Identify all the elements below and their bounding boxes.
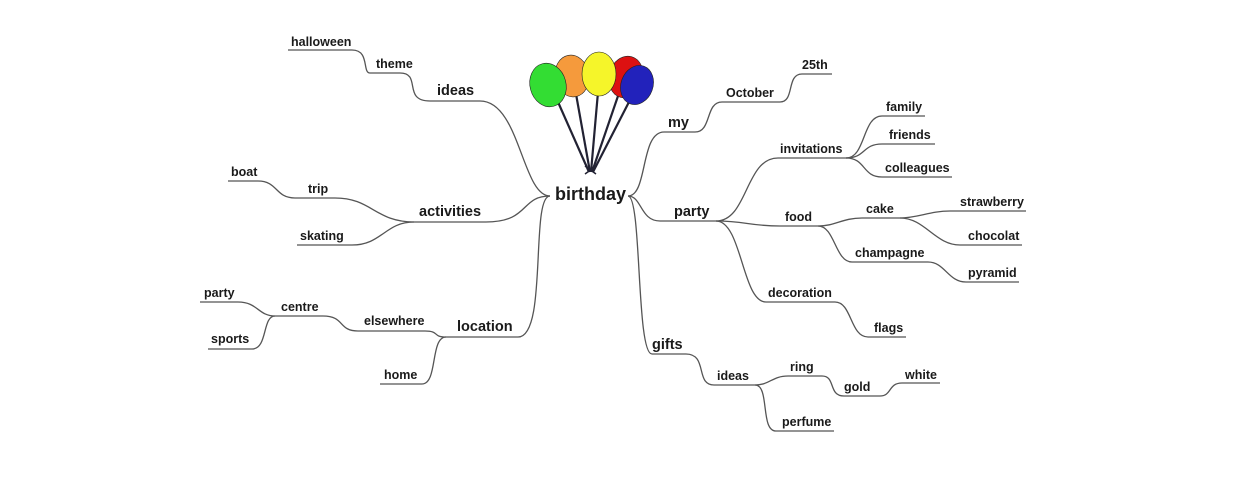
node-october[interactable]: October	[726, 86, 774, 100]
node-cake[interactable]: cake	[866, 202, 894, 216]
balloon-knot	[584, 165, 597, 175]
connector-theme-halloween	[288, 49, 371, 74]
node-my[interactable]: my	[668, 115, 689, 131]
connector-birthday-my	[627, 131, 695, 197]
green-balloon	[529, 62, 567, 108]
connector-activities-skating	[297, 221, 415, 246]
connector-location-home	[380, 336, 447, 385]
node-invitations[interactable]: invitations	[780, 142, 843, 156]
connector-centre-sports	[208, 315, 276, 350]
central-topic-birthday[interactable]: birthday	[555, 184, 627, 204]
connector-ideas-perfume	[754, 384, 834, 432]
connector-october-25th	[779, 73, 832, 103]
node-activities[interactable]: activities	[419, 204, 482, 220]
connectors	[200, 49, 1026, 432]
connector-ring-gold	[821, 375, 880, 397]
connector-birthday-location	[446, 195, 551, 338]
node-elsewhere[interactable]: elsewhere	[364, 314, 425, 328]
node-champagne[interactable]: champagne	[855, 246, 925, 260]
node-perfume[interactable]: perfume	[782, 415, 832, 429]
connector-food-champagne	[817, 225, 928, 263]
connector-invitations-family	[845, 115, 925, 159]
node-trip[interactable]: trip	[308, 182, 329, 196]
node-colleagues[interactable]: colleagues	[885, 161, 950, 175]
connector-champagne-pyramid	[927, 261, 1019, 283]
node-white[interactable]: white	[905, 368, 937, 382]
node-friends[interactable]: friends	[889, 128, 931, 142]
yellow-balloon	[581, 51, 617, 97]
connector-party-food	[715, 220, 818, 227]
connector-birthday-gifts	[627, 195, 686, 355]
node-boat[interactable]: boat	[231, 165, 258, 179]
connector-centre-party	[200, 301, 276, 317]
connector-cake-chocolat	[899, 217, 1022, 246]
node-halloween[interactable]: halloween	[291, 35, 352, 49]
node-gift-ideas[interactable]: ideas	[717, 369, 749, 383]
node-centre-party[interactable]: party	[204, 286, 235, 300]
connector-invitations-friends	[845, 143, 935, 159]
node-flags[interactable]: flags	[874, 321, 904, 335]
connector-decoration-flags	[834, 301, 906, 338]
balloons-illustration	[529, 51, 654, 175]
connector-birthday-activities	[414, 195, 551, 223]
node-pyramid[interactable]: pyramid	[968, 266, 1017, 280]
node-centre[interactable]: centre	[281, 300, 319, 314]
connector-birthday-party	[627, 195, 716, 222]
node-theme[interactable]: theme	[376, 57, 413, 71]
connector-ideas-ring	[754, 375, 822, 386]
node-sports[interactable]: sports	[211, 332, 250, 346]
node-25th[interactable]: 25th	[802, 58, 828, 72]
connector-trip-boat	[228, 180, 296, 199]
connector-activities-trip	[295, 197, 415, 223]
node-decoration[interactable]: decoration	[768, 286, 832, 300]
node-gifts[interactable]: gifts	[652, 337, 683, 353]
connector-food-cake	[817, 217, 900, 227]
connector-cake-strawberry	[899, 210, 1026, 219]
node-chocolat[interactable]: chocolat	[968, 229, 1020, 243]
node-skating[interactable]: skating	[300, 229, 344, 243]
connector-elsewhere-centre	[275, 315, 359, 332]
node-ideas[interactable]: ideas	[437, 83, 475, 99]
node-gold[interactable]: gold	[844, 380, 871, 394]
connector-gold-white	[879, 382, 940, 397]
node-food[interactable]: food	[785, 210, 813, 224]
node-ring[interactable]: ring	[790, 360, 814, 374]
node-party[interactable]: party	[674, 204, 710, 220]
node-family[interactable]: family	[886, 100, 923, 114]
connector-invitations-colleagues	[845, 157, 952, 178]
connector-ideas-theme	[370, 72, 431, 102]
node-location[interactable]: location	[457, 319, 513, 335]
connector-birthday-ideas	[430, 100, 551, 197]
node-strawberry[interactable]: strawberry	[960, 195, 1024, 209]
connector-my-october	[694, 101, 780, 133]
connector-party-decoration	[715, 220, 835, 303]
connector-party-invitations	[715, 157, 846, 222]
node-home[interactable]: home	[384, 368, 418, 382]
blue-balloon	[620, 65, 654, 105]
connector-gifts-ideas	[685, 353, 755, 386]
balloon-strings	[556, 91, 631, 173]
connector-location-elsewhere	[358, 330, 447, 338]
